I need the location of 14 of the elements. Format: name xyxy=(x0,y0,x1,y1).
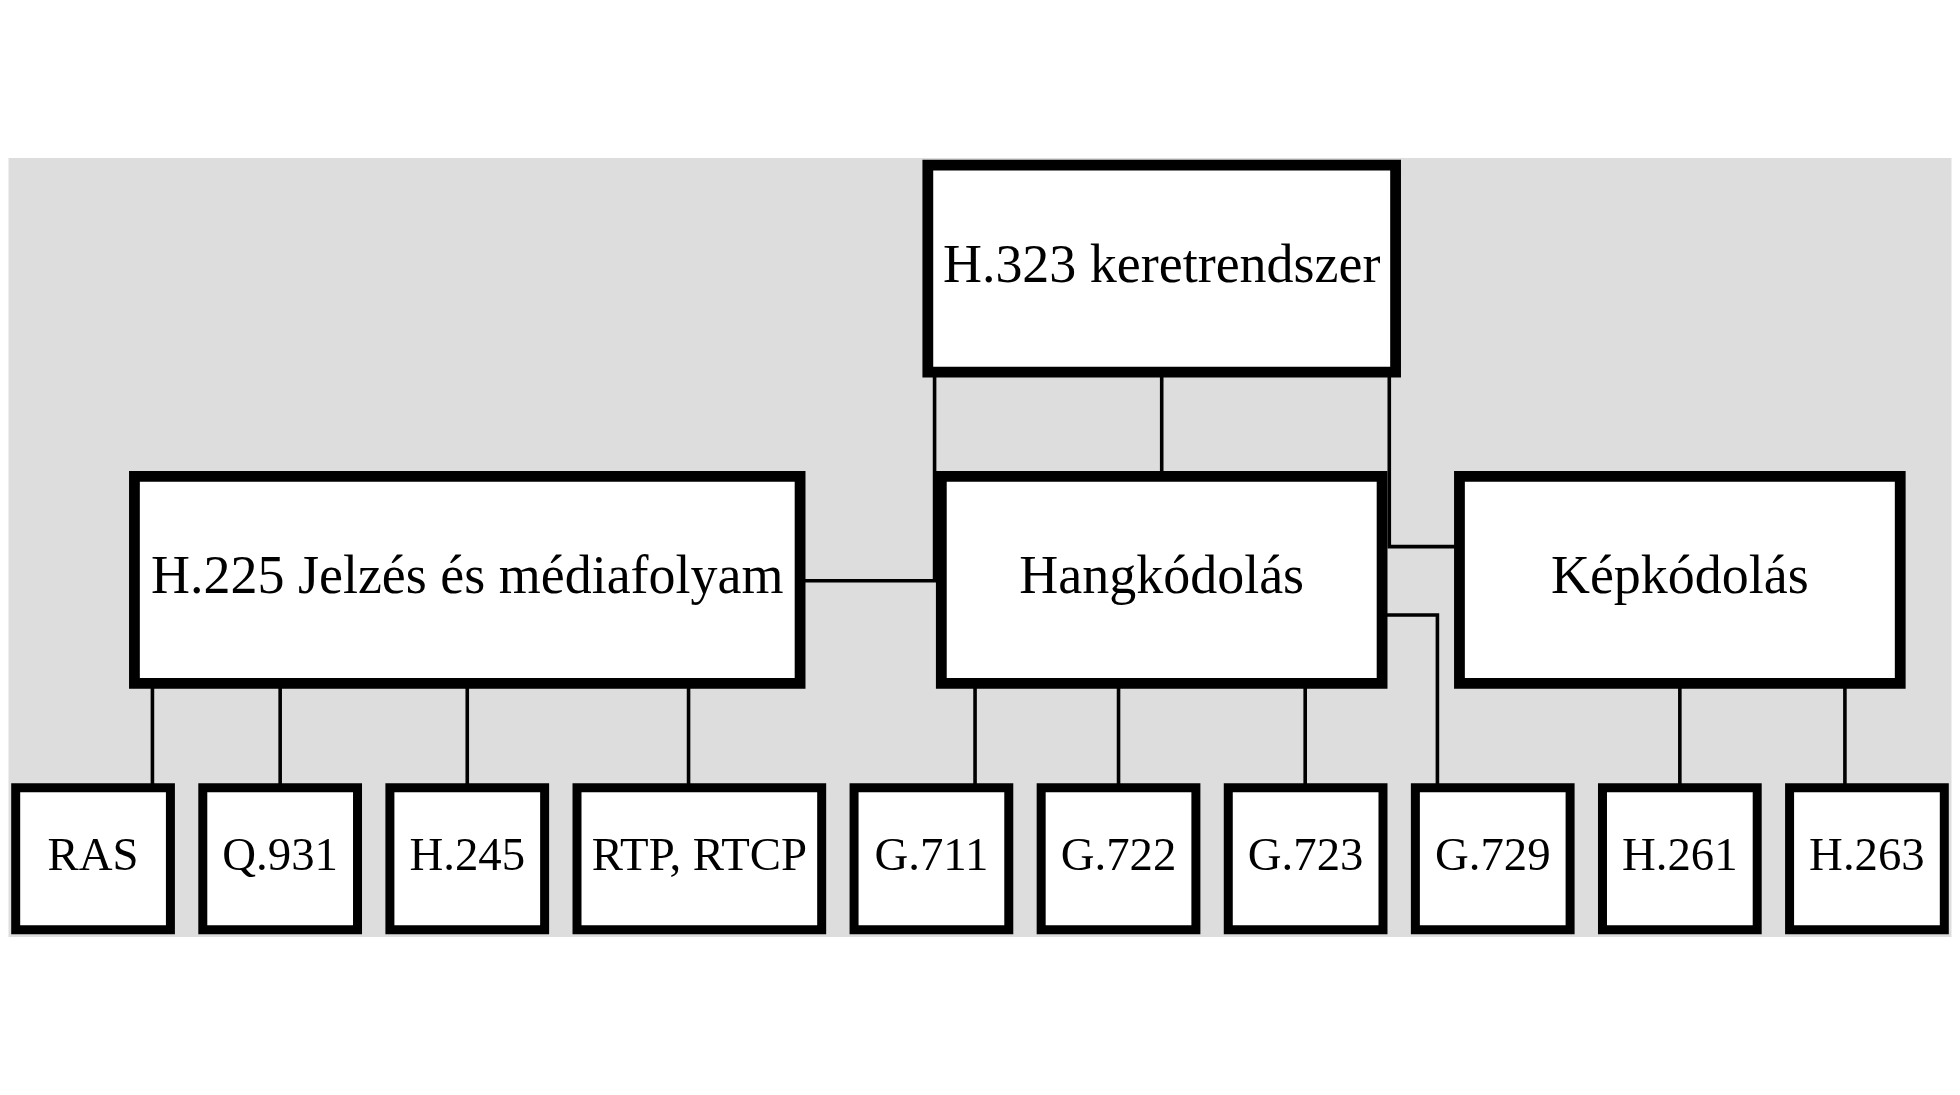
node-box: RAS xyxy=(11,783,175,935)
node-box: G.723 xyxy=(1223,783,1388,935)
node-box: Képkódolás xyxy=(1454,471,1906,689)
node-box: G.729 xyxy=(1410,783,1575,935)
node-box: H.225 Jelzés és médiafolyam xyxy=(129,471,806,689)
node-box: G.711 xyxy=(849,783,1014,935)
node-box: H.261 xyxy=(1598,783,1762,935)
node-box: Hangkódolás xyxy=(935,471,1388,689)
node-box: G.722 xyxy=(1036,783,1201,935)
node-box: H.323 keretrendszer xyxy=(922,159,1401,378)
node-box: H.245 xyxy=(385,783,550,935)
node-box: Q.931 xyxy=(198,783,362,935)
node-box: H.263 xyxy=(1785,783,1949,935)
node-box: RTP, RTCP xyxy=(572,783,827,935)
